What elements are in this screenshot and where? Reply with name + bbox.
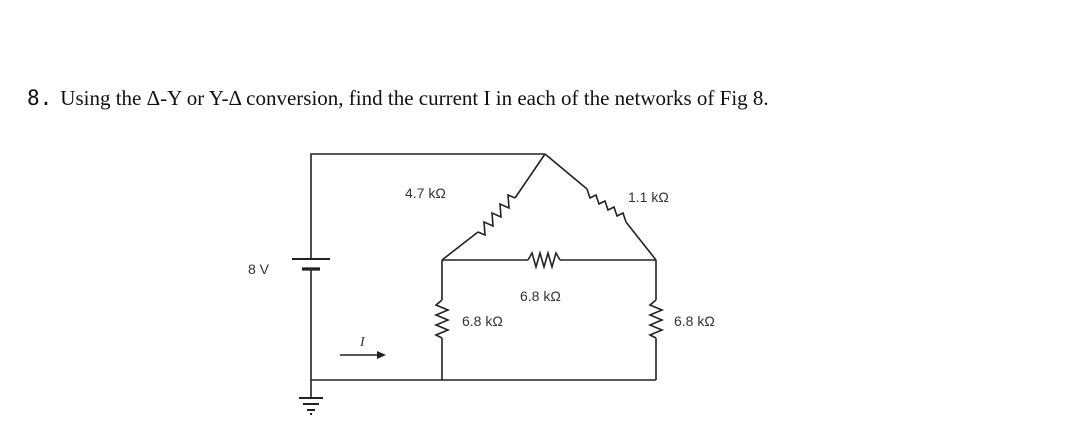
- resistor-bottom-left: [433, 299, 451, 339]
- resistor-middle: [527, 250, 561, 270]
- label-resistor-bottom-right: 6.8 kΩ: [674, 313, 715, 329]
- wire-tl-upper: [514, 153, 546, 199]
- resistor-top-right: [586, 188, 627, 223]
- label-resistor-top-right: 1.1 kΩ: [628, 189, 669, 205]
- resistor-top-left: [477, 193, 516, 237]
- ground-icon: [299, 397, 323, 415]
- wire-top: [310, 153, 545, 245]
- question-number: 8.: [27, 86, 53, 110]
- label-current: I: [359, 335, 366, 350]
- wire-tr-lower: [625, 221, 657, 261]
- resistor-bottom-right: [647, 299, 665, 339]
- label-voltage-source: 8 V: [248, 261, 270, 277]
- wire-tl-lower: [441, 231, 479, 261]
- label-resistor-top-left: 4.7 kΩ: [405, 185, 446, 201]
- battery-symbol: [292, 245, 330, 278]
- question-text-block: 8. Using the Δ-Y or Y-Δ conversion, find …: [27, 86, 769, 111]
- label-resistor-middle: 6.8 kΩ: [520, 288, 561, 304]
- wire-tr-upper: [544, 153, 588, 190]
- label-resistor-bottom-left: 6.8 kΩ: [462, 313, 503, 329]
- question-text: Using the Δ-Y or Y-Δ conversion, find th…: [60, 86, 769, 110]
- current-arrow-icon: [340, 351, 386, 359]
